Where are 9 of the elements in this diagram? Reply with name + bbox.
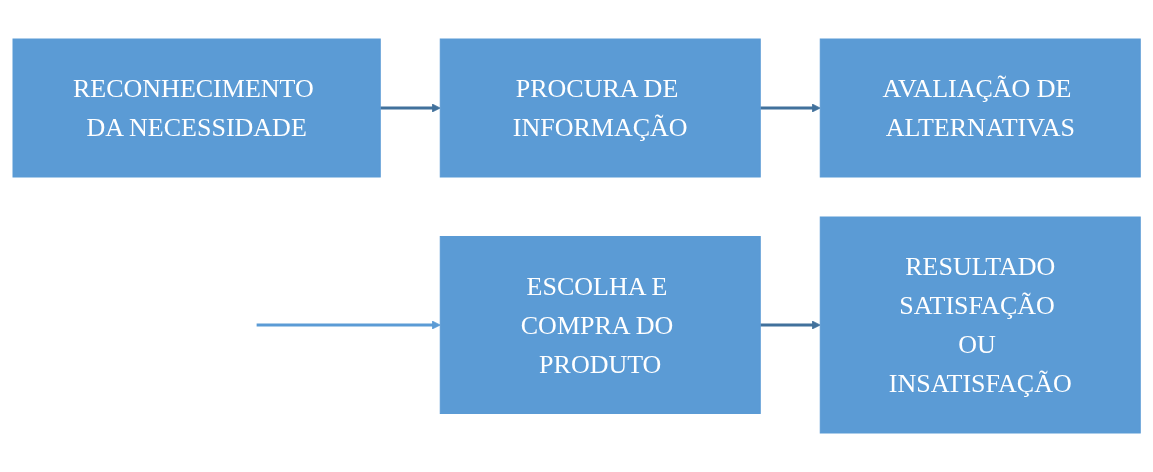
arrow (760, 320, 821, 330)
arrow (256, 320, 441, 330)
node-box: RESULTADO SATISFAÇÃO OU INSATISFAÇÃO (819, 216, 1141, 434)
node-box: AVALIAÇÃO DE ALTERNATIVAS (819, 38, 1141, 178)
arrow (380, 103, 441, 113)
node-box: PROCURA DE INFORMAÇÃO (439, 38, 761, 178)
arrow (760, 103, 821, 113)
node-box: RECONHECIMENTO DA NECESSIDADE (12, 38, 381, 178)
node-box: ESCOLHA E COMPRA DO PRODUTO (439, 236, 761, 414)
